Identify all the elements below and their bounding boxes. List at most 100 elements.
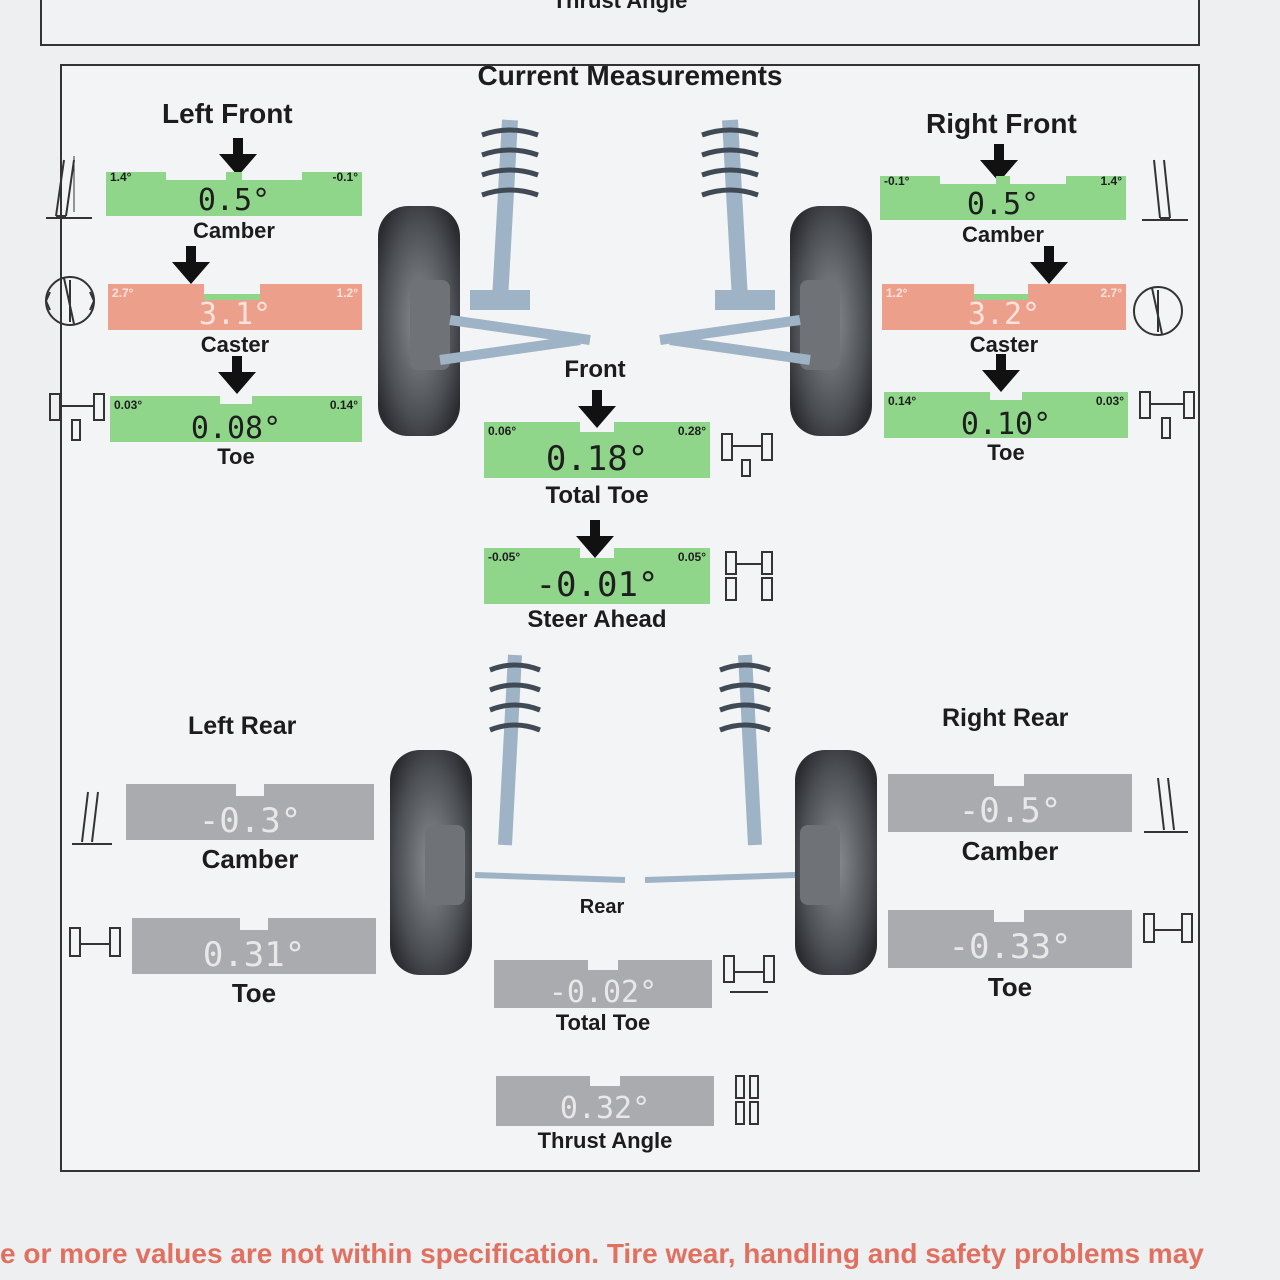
gauge-label: Toe [217,444,255,469]
front-axle-label: Front [564,356,626,383]
gauge-label: Caster [200,332,270,357]
gauge-label: Total Toe [545,482,649,509]
right-front-caster-gauge: 1.2° 2.7° 3.2° Caster [882,284,1126,357]
page-title: Current Measurements [477,60,783,91]
left-front-toe-gauge: 0.03° 0.14° 0.08° Toe [110,396,362,469]
gauge-label: Thrust Angle [537,1128,673,1153]
caster-diagram-icon-right [1133,286,1183,336]
gauge-value: -0.01° [535,565,659,605]
gauge-label: Steer Ahead [527,606,667,633]
gauge-bar [888,910,1132,968]
gauge-value: 3.1° [198,297,272,332]
thrust-angle-gauge: 0.32° Thrust Angle [496,1076,714,1153]
gauge-max: 0.03° [1095,394,1124,408]
gauge-min: 0.06° [488,424,517,438]
left-front-camber-gauge: 1.4° -0.1° 0.5° Camber [106,168,362,243]
gauge-label: Camber [962,222,1044,247]
gauge-bar [132,918,376,974]
gauge-label: Total Toe [555,1010,651,1035]
total-toe-pointer-icon [578,390,616,428]
gauge-label: Camber [201,844,299,874]
left-front-caster-gauge: 2.7° 1.2° 3.1° Caster [108,284,362,357]
steer-ahead-pointer-icon [576,520,614,558]
gauge-label: Caster [969,332,1039,357]
rear-camber-diagram-icon [72,791,112,845]
gauge-bar [106,172,362,216]
gauge-value: 3.2° [967,297,1041,332]
gauge-bar [888,774,1132,832]
out-of-spec-warning: e or more values are not within specific… [0,1238,1204,1269]
right-rear-camber-gauge: -0.5° Camber [888,774,1132,866]
gauge-bar [126,784,374,840]
gauge-min: -0.05° [488,550,521,564]
gauge-value: 0.5° [966,187,1040,222]
camber-diagram-icon-right [1142,159,1188,221]
gauge-min: 2.7° [112,286,134,300]
rear-toe-diagram-icon-right [1143,913,1193,943]
gauge-value: -0.5° [958,791,1062,831]
gauge-min: 1.2° [886,286,908,300]
gauge-value: -0.33° [948,927,1072,967]
rear-axle-label: Rear [579,896,625,918]
left-rear-camber-gauge: -0.3° Camber [126,784,374,874]
gauge-bar [882,284,1126,330]
steer-ahead-gauge: -0.05° 0.05° -0.01° Steer Ahead [484,548,710,633]
gauge-value: 0.08° [190,411,282,446]
gauge-max: 0.05° [677,550,706,564]
gauge-bar [110,396,362,442]
gauge-min: 0.14° [888,394,917,408]
gauge-label: Toe [231,978,277,1008]
rear-toe-diagram-icon [69,927,121,957]
gauge-max: -0.1° [332,170,358,184]
right-front-toe-gauge: 0.14° 0.03° 0.10° Toe [884,392,1128,465]
previous-section-box: Thrust Angle [40,0,1200,46]
gauge-bar [484,548,710,604]
right-rear-label: Right Rear [942,704,1069,732]
gauge-bar [880,176,1126,220]
gauge-value: 0.18° [545,439,649,479]
left-toe-pointer-icon [218,356,256,394]
right-front-camber-gauge: -0.1° 1.4° 0.5° Camber [880,172,1126,247]
gauge-min: 1.4° [110,170,132,184]
gauge-value: 0.5° [197,183,271,218]
left-camber-pointer-icon [219,138,257,176]
toe-diagram-icon-right [1139,391,1195,439]
left-rear-toe-gauge: 0.31° Toe [132,918,376,1008]
left-rear-label: Left Rear [188,712,297,740]
steer-ahead-diagram-icon [725,551,773,601]
gauge-max: 0.28° [677,424,706,438]
front-suspension-illustration [378,119,872,436]
gauge-max: 2.7° [1100,286,1122,300]
toe-diagram-icon [49,393,105,441]
thrust-angle-heading: Thrust Angle [552,0,688,13]
gauge-min: -0.1° [884,174,910,188]
gauge-label: Camber [961,836,1059,866]
gauge-value: -0.3° [198,801,302,841]
left-caster-pointer-icon [172,246,210,284]
gauge-value: -0.02° [548,975,658,1010]
right-rear-toe-gauge: -0.33° Toe [888,910,1132,1002]
left-front-label: Left Front [162,98,293,129]
rear-total-toe-diagram-icon [723,955,775,993]
thrust-angle-diagram-icon [735,1075,759,1125]
rear-total-toe-gauge: -0.02° Total Toe [494,960,712,1035]
gauge-max: 1.2° [336,286,358,300]
gauge-value: 0.31° [202,935,306,975]
gauge-max: 0.14° [329,398,358,412]
caster-diagram-icon [44,276,96,326]
gauge-max: 1.4° [1100,174,1122,188]
gauge-bar [108,284,362,330]
rear-suspension-illustration [390,654,877,975]
gauge-label: Camber [193,218,275,243]
front-total-toe-gauge: 0.06° 0.28° 0.18° Total Toe [484,422,710,509]
gauge-value: 0.10° [960,407,1052,442]
gauge-label: Toe [987,440,1025,465]
gauge-label: Toe [987,972,1033,1002]
gauge-bar [494,960,712,1008]
gauge-value: 0.32° [559,1091,651,1126]
rear-camber-diagram-icon-right [1144,777,1188,833]
right-front-label: Right Front [926,108,1077,139]
gauge-bar [484,422,710,478]
gauge-min: 0.03° [114,398,143,412]
total-toe-diagram-icon [721,433,773,477]
